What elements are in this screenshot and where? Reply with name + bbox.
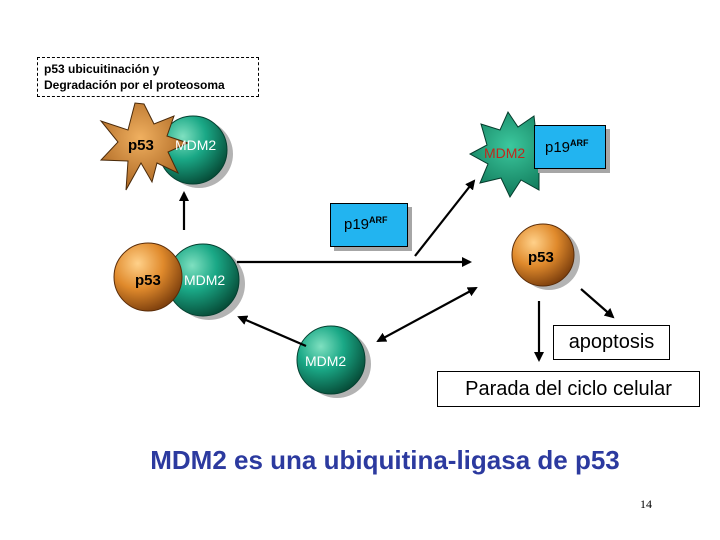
mdm2-label-top: MDM2 [175,137,216,153]
p19arf-sup: ARF [369,215,388,225]
mdm2-label-free: MDM2 [305,353,346,369]
p53-sphere-left [113,242,183,312]
p19arf-label: p19 [344,216,370,233]
slide-title: MDM2 es una ubiquitina-ligasa de p53 [150,445,620,475]
p19arf-box: p19ARF [330,203,408,247]
p53-label-free: p53 [528,249,554,266]
arrow-p53-mdm2-double [376,287,478,342]
apoptosis-box: apoptosis [553,325,670,360]
apoptosis-label: apoptosis [568,331,655,353]
note-line-2: Degradación por el proteosoma [44,78,225,92]
p53-sphere-free [511,223,575,287]
arrest-label: Parada del ciclo celular [465,378,672,400]
p53-label-top: p53 [128,137,154,154]
arrow-to-bound-mdm2 [414,179,476,257]
mdm2-sphere-free [296,325,366,395]
p19arf-label-bound: p19 [545,139,571,156]
p19arf-box-bound: p19ARF [534,125,606,169]
arrow-to-apoptosis [580,288,615,319]
arrows [179,179,615,362]
note-box: p53 ubicuitinación y Degradación por el … [37,57,259,97]
arrow-to-complex-left [237,315,307,348]
p53-label-left: p53 [135,272,161,289]
page-number: 14 [640,497,652,511]
p19arf-sup-bound: ARF [570,138,589,148]
note-line-1: p53 ubicuitinación y [44,62,160,76]
p53-star-top [99,102,190,191]
mdm2-label-bound: MDM2 [484,145,525,161]
mdm2-label-left: MDM2 [184,272,225,288]
arrest-box: Parada del ciclo celular [437,371,700,407]
